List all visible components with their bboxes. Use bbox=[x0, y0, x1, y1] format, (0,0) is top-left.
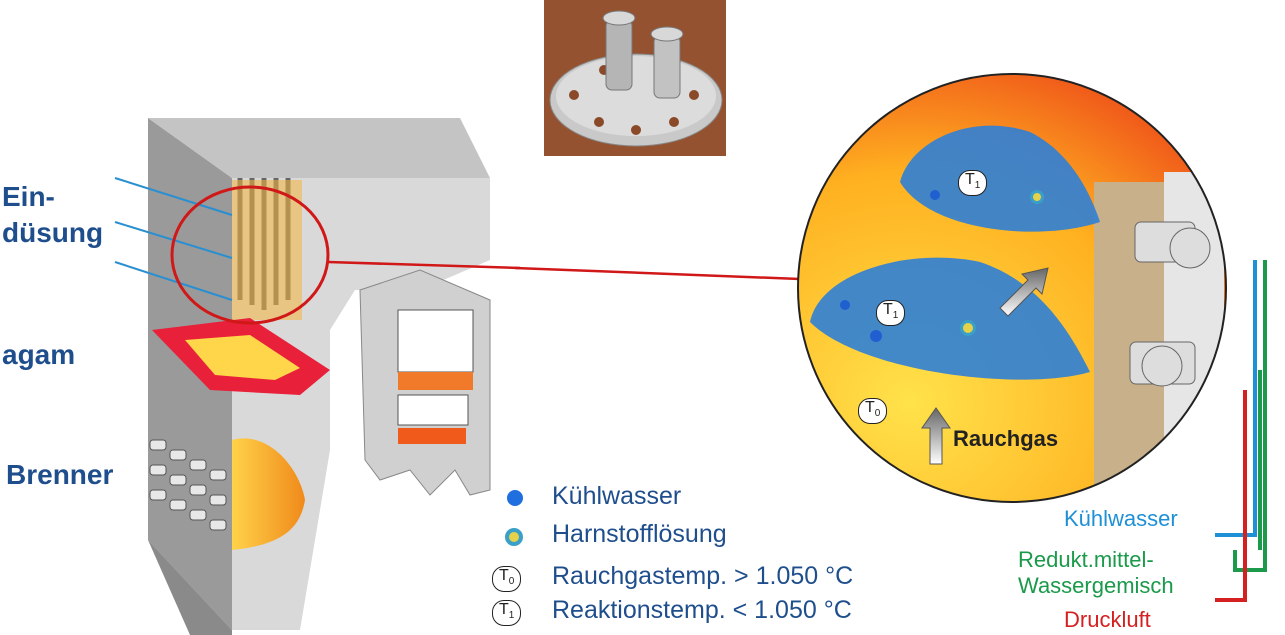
boiler-diagram bbox=[114, 118, 520, 635]
pipe-label-kuehlwasser: Kühlwasser bbox=[1064, 506, 1178, 531]
heat-exchanger-bundle bbox=[397, 309, 474, 444]
marker-t1-lower: T1 bbox=[876, 300, 906, 327]
label-brenner: Brenner bbox=[6, 459, 114, 490]
pipe-label-druckluft: Druckluft bbox=[1064, 607, 1151, 632]
marker-t1-upper: T1 bbox=[958, 170, 988, 197]
nozzle-photo bbox=[544, 0, 726, 156]
zoom-connector bbox=[327, 260, 520, 270]
legend-t1-text: Reaktionstemp. < 1.050 °C bbox=[552, 596, 852, 624]
superheater-glow bbox=[232, 180, 302, 320]
zoom-detail bbox=[797, 73, 1227, 503]
label-rauchgas: Rauchgas bbox=[953, 426, 1059, 451]
droplet-harnstoff bbox=[960, 320, 976, 336]
label-agam: agam bbox=[2, 339, 76, 370]
detail-circle bbox=[170, 185, 330, 325]
legend-kuehlwasser: Kühlwasser bbox=[552, 482, 682, 510]
legend-kuehlwasser-dot bbox=[507, 490, 523, 506]
legend-harnstoff: Harnstofflösung bbox=[552, 520, 727, 548]
marker-t0: T0 bbox=[858, 398, 888, 425]
burner-array bbox=[149, 439, 227, 531]
flue-gas-arrow bbox=[921, 407, 951, 465]
droplet-kuehlwasser bbox=[870, 330, 882, 342]
nozzle-heads bbox=[1129, 221, 1211, 387]
flow-arrow bbox=[999, 267, 1049, 317]
droplet-kuehlwasser bbox=[840, 300, 850, 310]
legend-t0-text: Rauchgastemp. > 1.050 °C bbox=[552, 562, 854, 590]
furnace-top bbox=[148, 118, 490, 178]
droplet-kuehlwasser bbox=[930, 190, 940, 200]
zoom-connector-line bbox=[515, 266, 801, 281]
legend-harnstoff-dot bbox=[505, 528, 523, 546]
label-eindusung-line1: Ein- bbox=[2, 181, 55, 212]
pipe-label-redukt-line1: Redukt.mittel- bbox=[1018, 547, 1154, 572]
spray-plume-upper bbox=[900, 125, 1100, 232]
furnace-hopper bbox=[148, 540, 232, 635]
burner-flame bbox=[232, 438, 305, 550]
droplet-harnstoff bbox=[1030, 190, 1044, 204]
label-eindusung-line2: düsung bbox=[2, 217, 104, 248]
supply-pipes bbox=[1215, 260, 1267, 602]
legend-t0-badge: T0 bbox=[492, 566, 522, 593]
pipe-label-redukt-line2: Wassergemisch bbox=[1018, 573, 1174, 598]
legend-t1-badge: T1 bbox=[492, 600, 522, 627]
combustion-core bbox=[185, 335, 300, 380]
